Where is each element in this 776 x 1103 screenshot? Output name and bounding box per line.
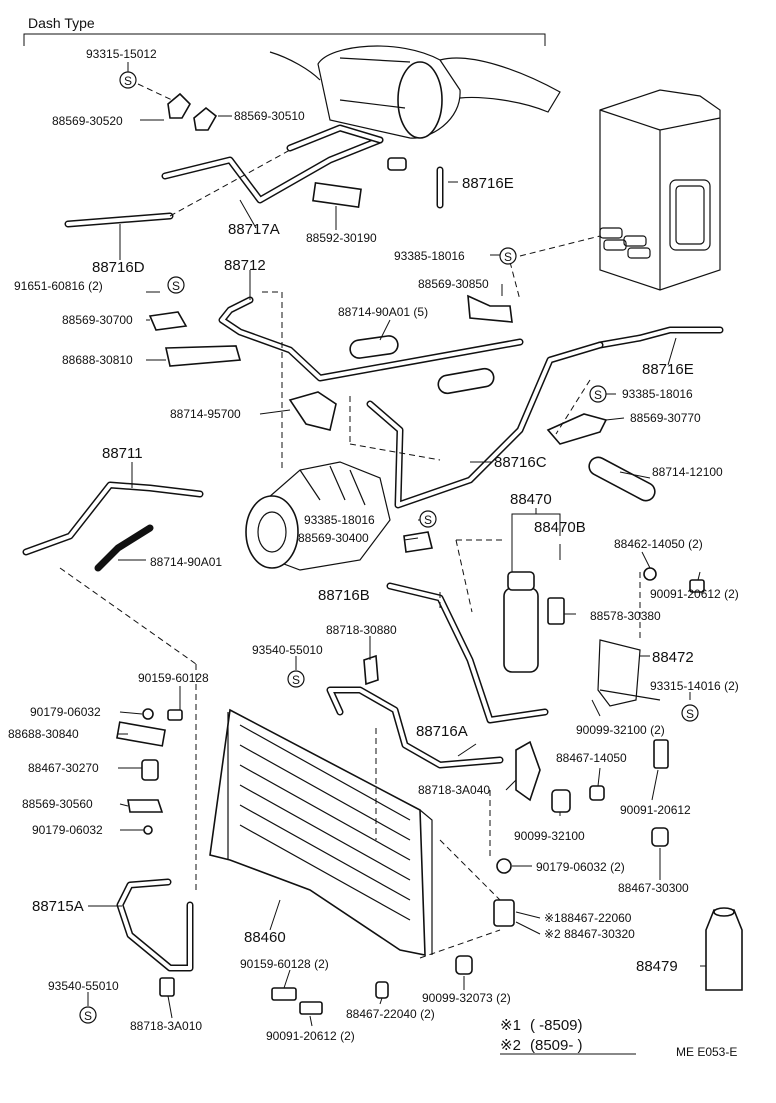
s-symbol-text: S [124,74,132,88]
condenser-drawing [209,708,433,956]
part-label: 90179-06032 [30,705,101,719]
part-label: 88716A [416,723,468,740]
part-label: 90099-32073 (2) [422,991,511,1005]
part-label: ※2 88467-30320 [544,927,635,941]
s-symbol: S [499,247,517,265]
s-symbol: S [589,385,607,403]
footnotes: ※1 ( -8509) ※2 (8509- ) ME E053-E [500,1017,737,1059]
footnote-1-text: ( -8509) [530,1017,583,1034]
s-symbol: S [287,670,305,688]
evaporator-housing-drawing [599,89,721,291]
part-label: 90179-06032 (2) [536,860,625,874]
part-label: 90091-20612 [620,803,691,817]
part-label: 88569-30510 [234,109,305,123]
part-label: 88470B [534,519,586,536]
part-label: 88569-30400 [298,531,369,545]
part-label: 93315-14016 (2) [650,679,739,693]
s-symbol-text: S [686,707,694,721]
part-label: 88467-22040 (2) [346,1007,435,1021]
s-symbol-text: S [84,1009,92,1023]
part-label: 90159-60128 (2) [240,957,329,971]
part-label: 88714-90A01 (5) [338,305,428,319]
part-label: 93385-18016 [394,249,465,263]
part-label: 88714-90A01 [150,555,222,569]
part-label: 88688-30810 [62,353,133,367]
part-label: 88716C [494,454,547,471]
oil-bottle-drawing [705,907,743,991]
hose-sleeves [288,335,656,502]
diagram-code: ME E053-E [676,1045,737,1059]
s-symbol: S [119,71,137,89]
s-symbol: S [419,510,437,528]
receiver-tank-drawing [269,45,561,139]
s-symbol: S [167,276,185,294]
part-label: 88717A [228,221,280,238]
part-label: 93315-15012 [86,47,157,61]
receiver-dryer-drawing [503,571,661,707]
part-label: 88467-30300 [618,881,689,895]
part-label: 88592-30190 [306,231,377,245]
part-label: 88716E [462,175,514,192]
part-label: 93540-55010 [48,979,119,993]
footnote-2-text: (8509- ) [530,1037,583,1054]
footnote-2-mark: ※2 [500,1037,521,1054]
part-label: 93385-18016 [622,387,693,401]
part-label: 88467-30270 [28,761,99,775]
part-label: 90099-32100 (2) [576,723,665,737]
part-label: 88569-30700 [62,313,133,327]
part-label: 88472 [652,649,694,666]
footnote-1-mark: ※1 [500,1017,521,1034]
part-label: 90091-20612 (2) [266,1029,355,1043]
part-label: 90091-20612 (2) [650,587,739,601]
part-label: 93385-18016 [304,513,375,527]
pipes [22,124,724,972]
part-label: ※188467-22060 [544,911,632,925]
s-symbol: S [681,704,699,722]
compressor-drawing [245,461,391,571]
part-label: 91651-60816 (2) [14,279,103,293]
part-label: 88714-95700 [170,407,241,421]
s-symbol-text: S [172,279,180,293]
part-label: 88718-30880 [326,623,397,637]
part-label: 88718-3A040 [418,783,490,797]
part-label: 88578-30380 [590,609,661,623]
part-label: 88716D [92,259,145,276]
part-label: 88569-30560 [22,797,93,811]
part-label: 88479 [636,958,678,975]
part-label: 90179-06032 [32,823,103,837]
s-symbol-text: S [292,673,300,687]
part-label: 88460 [244,929,286,946]
s-symbols: S S S S S S S S [79,71,699,1024]
part-label: 88715A [32,898,84,915]
diagram-title: Dash Type [28,15,95,31]
part-label: 88716E [642,361,694,378]
part-label: 88569-30770 [630,411,701,425]
part-label: 90159-60128 [138,671,209,685]
part-label: 88569-30520 [52,114,123,128]
part-label: 88711 [102,445,143,462]
part-labels: 93315-15012 88569-30520 88569-30510 8871… [8,47,739,1043]
part-label: 90099-32100 [514,829,585,843]
part-label: 88470 [510,491,552,508]
s-symbol: S [79,1006,97,1024]
part-label: 88569-30850 [418,277,489,291]
s-symbol-text: S [594,388,602,402]
part-label: 88718-3A010 [130,1019,202,1033]
part-label: 93540-55010 [252,643,323,657]
part-label: 88688-30840 [8,727,79,741]
part-label: 88714-12100 [652,465,723,479]
s-symbol-text: S [504,250,512,264]
part-label: 88462-14050 (2) [614,537,703,551]
part-label: 88716B [318,587,370,604]
part-label: 88467-14050 [556,751,627,765]
header-bracket: Dash Type [23,15,546,46]
s-symbol-text: S [424,513,432,527]
part-label: 88712 [224,257,266,274]
